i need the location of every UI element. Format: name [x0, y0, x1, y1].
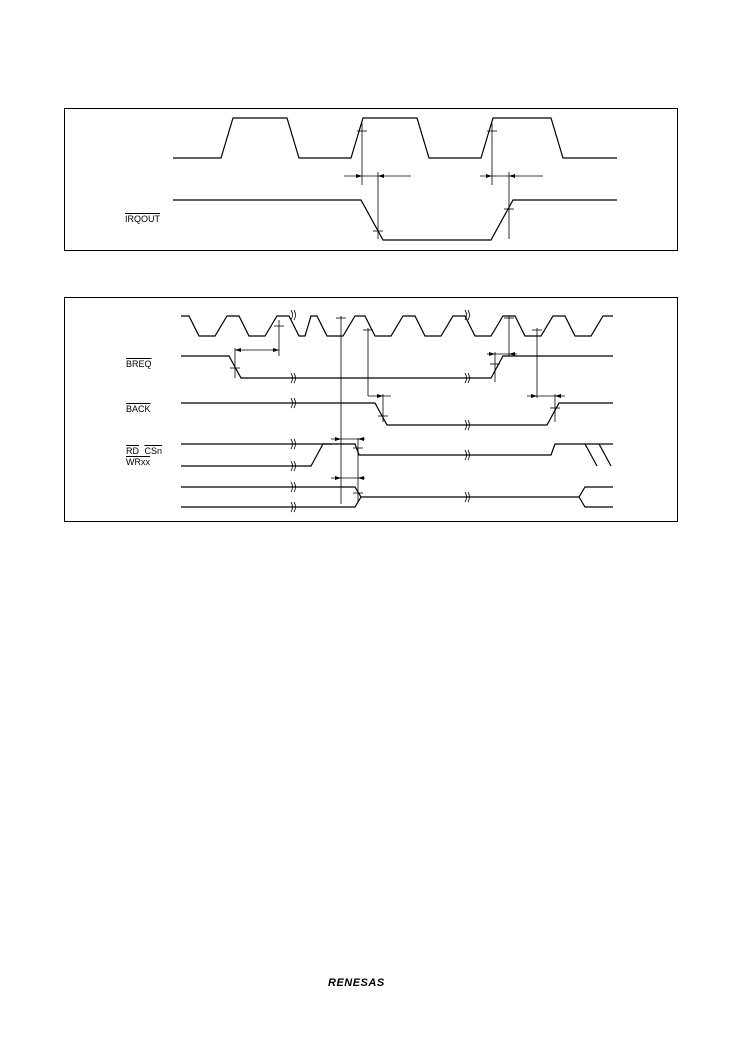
- timing-arrow-breq-setup: [235, 348, 279, 352]
- signal-label-irqout: IRQOUT: [125, 214, 160, 224]
- bus-request-waveforms: [181, 309, 613, 513]
- signal-label-back: BACK: [126, 404, 151, 414]
- timing-diagram-irqout: IRQOUT: [64, 108, 678, 251]
- signal-label-wrxx: WRxx: [126, 457, 150, 467]
- bus-waveform: [181, 481, 613, 513]
- timing-arrow-back-release: [527, 394, 565, 398]
- signal-label-breq: BREQ: [126, 359, 152, 369]
- rd-csn-waveform: [181, 438, 613, 472]
- clock-waveform: [173, 117, 617, 159]
- timing-diagram-bus-request: BREQ BACK RD CSn WRxx: [64, 297, 678, 522]
- timing-arrow-delay-1: [344, 174, 411, 178]
- timing-arrow-back-delay: [368, 394, 391, 398]
- irqout-waveforms: [173, 117, 617, 241]
- signal-label-rd: RD: [126, 446, 139, 456]
- timing-arrow-breq-hold: [487, 352, 517, 356]
- signal-label-csn: CSn: [144, 446, 163, 456]
- back-waveform: [181, 402, 613, 426]
- clock-waveform: [181, 315, 613, 337]
- renesas-logo: RENESAS: [326, 974, 418, 990]
- irqout-waveform: [173, 199, 617, 241]
- breq-waveform: [181, 355, 613, 379]
- logo-text: RENESAS: [328, 977, 385, 989]
- timing-arrow-delay-2: [480, 174, 543, 178]
- timing-arrow-bus-float: [331, 476, 365, 480]
- timing-arrow-rd-float: [331, 437, 365, 441]
- signal-label-rd-csn: RD CSn: [126, 446, 162, 456]
